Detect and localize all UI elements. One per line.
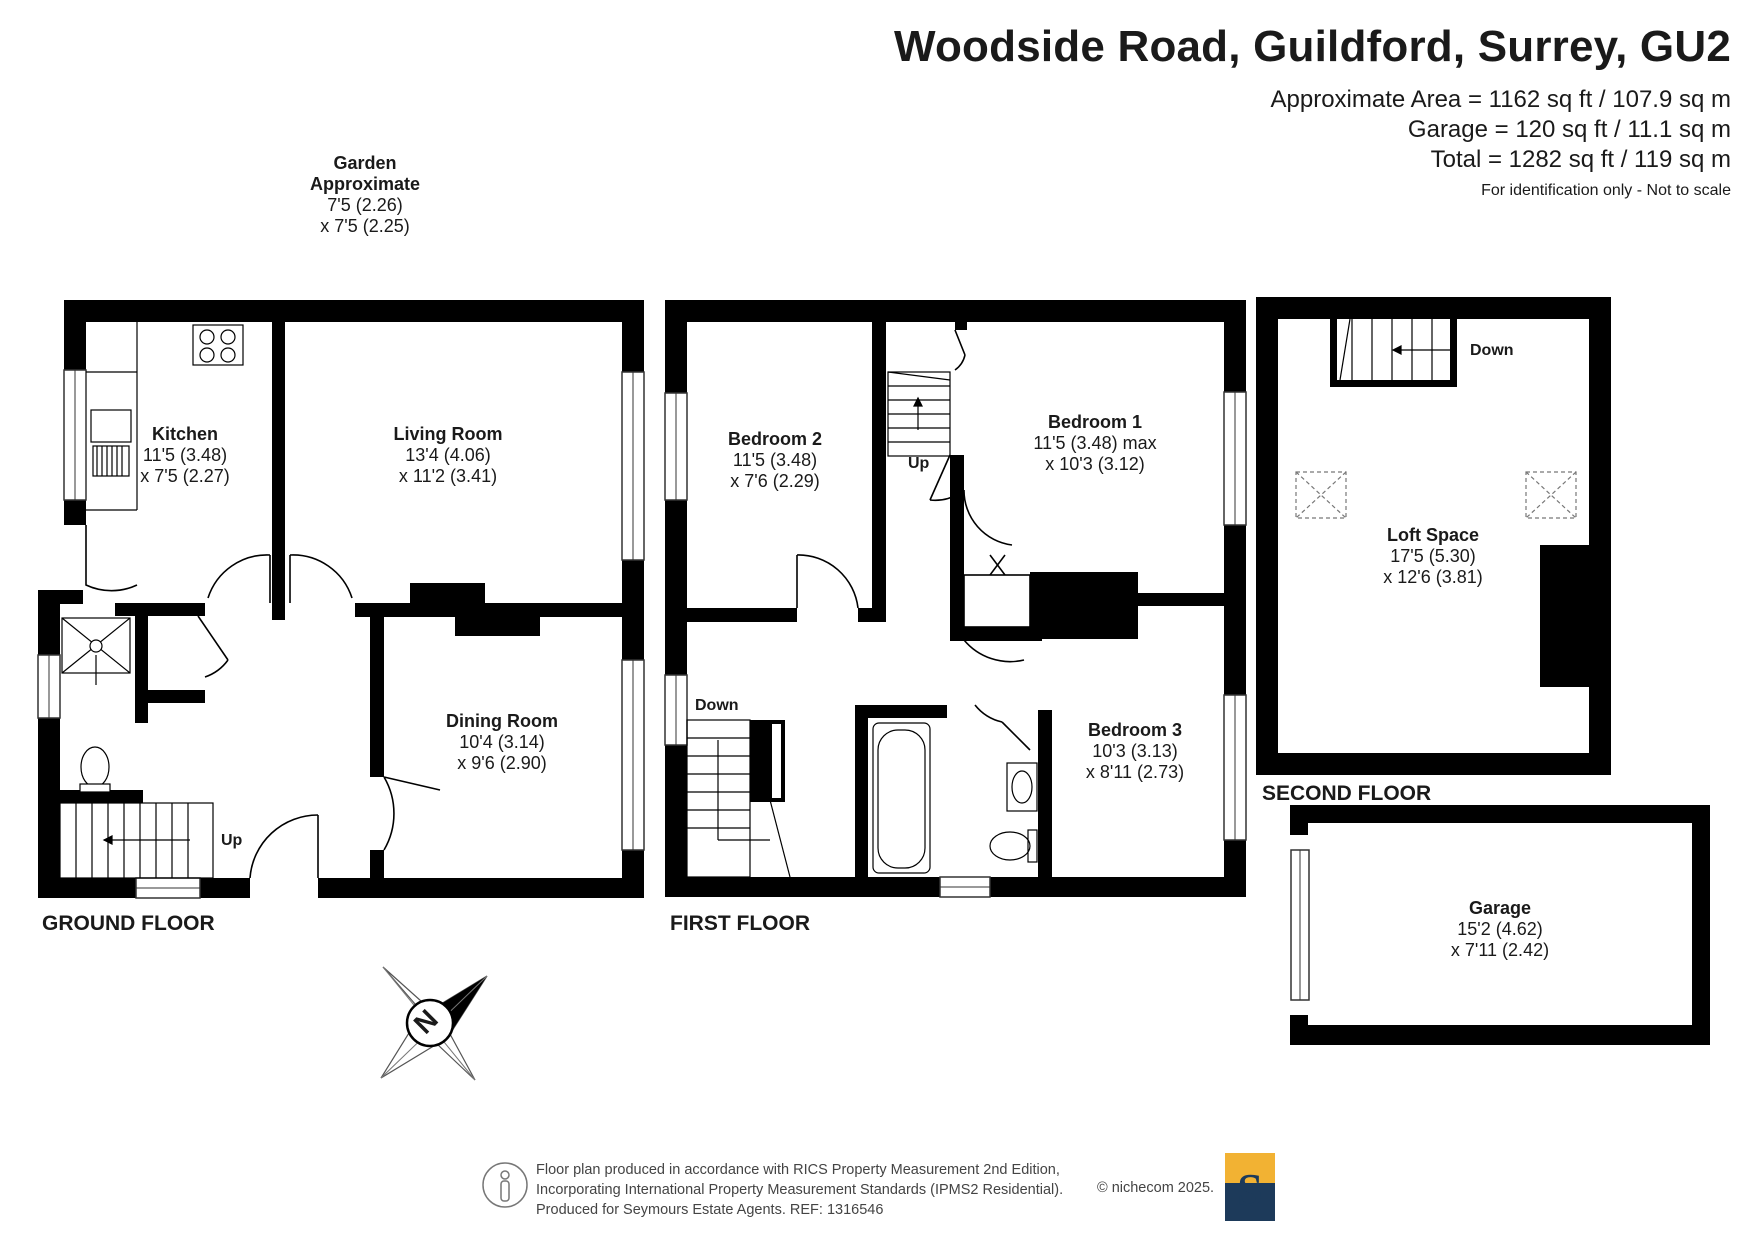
footer-line: Produced for Seymours Estate Agents. REF… xyxy=(536,1202,884,1218)
logo-letter: S xyxy=(1237,1164,1263,1215)
floor-label-ground: GROUND FLOOR xyxy=(42,912,215,935)
room-dim: x 7'5 (2.27) xyxy=(140,466,230,486)
room-name: Garage xyxy=(1468,898,1532,918)
room-kitchen: Kitchen 11'5 (3.48) x 7'5 (2.27) xyxy=(140,424,229,487)
agency-logo: S xyxy=(1225,1153,1275,1221)
room-dim: 17'5 (5.30) xyxy=(1390,546,1476,566)
room-dim: 11'5 (3.48) xyxy=(142,445,228,465)
footer-note: Floor plan produced in accordance with R… xyxy=(536,1160,1063,1220)
stairs-down-label: Down xyxy=(695,697,739,714)
stairs-up-label: Up xyxy=(908,455,930,472)
room-name: Kitchen xyxy=(151,424,219,444)
page-title: Woodside Road, Guildford, Surrey, GU2 xyxy=(894,22,1731,71)
room-dining: Dining Room 10'4 (3.14) x 9'6 (2.90) xyxy=(446,711,558,774)
room-living: Living Room 13'4 (4.06) x 11'2 (3.41) xyxy=(394,424,503,487)
garden-label: Garden Approximate 7'5 (2.26) x 7'5 (2.2… xyxy=(310,153,420,237)
room-bedroom3: Bedroom 3 10'3 (3.13) x 8'11 (2.73) xyxy=(1086,720,1184,783)
room-name: Bedroom 3 xyxy=(1087,720,1183,740)
room-dim: x 9'6 (2.90) xyxy=(457,753,547,773)
room-dim: 10'4 (3.14) xyxy=(459,732,545,752)
garden-qualifier: Approximate xyxy=(309,174,421,194)
room-dim: x 8'11 (2.73) xyxy=(1085,762,1185,782)
compass-icon xyxy=(380,966,488,1081)
area-total: Total = 1282 sq ft / 119 sq m xyxy=(1430,146,1731,173)
stairs-up-label: Up xyxy=(221,832,243,849)
floor-label-first: FIRST FLOOR xyxy=(670,912,810,935)
footer-line: Floor plan produced in accordance with R… xyxy=(536,1162,1060,1178)
room-name: Bedroom 1 xyxy=(1047,412,1143,432)
room-garage: Garage 15'2 (4.62) x 7'11 (2.42) xyxy=(1451,898,1549,961)
garden-dim1: 7'5 (2.26) xyxy=(327,195,403,215)
room-dim: x 11'2 (3.41) xyxy=(398,466,498,486)
stairs-down-label: Down xyxy=(1470,342,1514,359)
room-dim: x 12'6 (3.81) xyxy=(1383,567,1483,587)
area-garage: Garage = 120 sq ft / 11.1 sq m xyxy=(1407,116,1731,143)
room-dim: x 7'11 (2.42) xyxy=(1450,940,1550,960)
room-dim: 11'5 (3.48) xyxy=(732,450,818,470)
room-loft: Loft Space 17'5 (5.30) x 12'6 (3.81) xyxy=(1383,525,1483,588)
copyright: © nichecom 2025. xyxy=(1097,1180,1215,1196)
garden-name: Garden xyxy=(333,153,397,173)
room-dim: 10'3 (3.13) xyxy=(1092,741,1178,761)
room-dim: x 7'6 (2.29) xyxy=(730,471,820,491)
disclaimer: For identification only - Not to scale xyxy=(1481,182,1731,199)
floor-label-second: SECOND FLOOR xyxy=(1262,782,1432,805)
room-dim: 13'4 (4.06) xyxy=(405,445,491,465)
room-bedroom1: Bedroom 1 11'5 (3.48) max x 10'3 (3.12) xyxy=(1033,412,1156,475)
room-name: Living Room xyxy=(393,424,503,444)
footer-line: Incorporating International Property Mea… xyxy=(536,1182,1064,1198)
area-house: Approximate Area = 1162 sq ft / 107.9 sq… xyxy=(1270,86,1732,113)
room-bedroom2: Bedroom 2 11'5 (3.48) x 7'6 (2.29) xyxy=(728,429,822,492)
person-icon xyxy=(482,1162,528,1208)
room-dim: x 10'3 (3.12) xyxy=(1045,454,1145,474)
room-name: Dining Room xyxy=(446,711,558,731)
room-name: Bedroom 2 xyxy=(727,429,823,449)
room-name: Loft Space xyxy=(1386,525,1479,545)
room-dim: 11'5 (3.48) max xyxy=(1033,433,1157,453)
room-dim: 15'2 (4.62) xyxy=(1457,919,1543,939)
garden-dim2: x 7'5 (2.25) xyxy=(320,216,410,236)
